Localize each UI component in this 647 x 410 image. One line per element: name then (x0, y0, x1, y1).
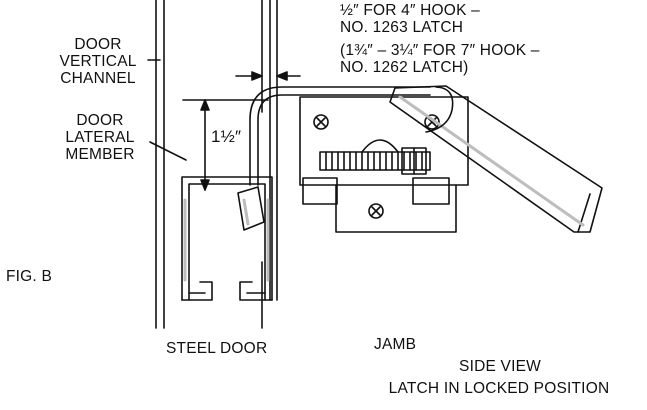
jamb-label: JAMB (374, 336, 417, 353)
half-inch-dimension (235, 71, 301, 81)
door-lateral-member (181, 176, 273, 301)
label-line: MEMBER (65, 146, 135, 163)
spring (319, 139, 431, 175)
dimension-label: 1½″ (211, 127, 242, 146)
fig-label: FIG. B (6, 268, 52, 285)
latch-hook (249, 86, 431, 186)
label-line: DOOR (74, 36, 122, 53)
door-vertical-channel (155, 0, 278, 329)
steel-door-label: STEEL DOOR (166, 340, 268, 357)
note-line: (1¾″ – 3¼″ FOR 7″ HOOK – (340, 42, 540, 59)
door-lateral-member-label: DOOR LATERAL MEMBER (52, 112, 148, 163)
side-view-label: SIDE VIEW (459, 358, 541, 375)
latch-arm (389, 85, 603, 233)
note-line: NO. 1263 LATCH (340, 19, 464, 36)
latch-plate (299, 96, 469, 233)
label-line: CHANNEL (60, 70, 136, 87)
door-vertical-channel-label: DOOR VERTICAL CHANNEL (50, 36, 146, 87)
hook-note: ½″ FOR 4″ HOOK – NO. 1263 LATCH (1¾″ – 3… (340, 2, 540, 76)
latch-position-label: LATCH IN LOCKED POSITION (388, 380, 610, 397)
label-line: LATERAL (65, 129, 135, 146)
note-line: ½″ FOR 4″ HOOK – (340, 2, 480, 19)
lateral-leader (149, 141, 187, 161)
label-line: DOOR (76, 112, 124, 129)
note-line: NO. 1262 LATCH) (340, 59, 469, 76)
hook-stop-block (237, 186, 265, 231)
label-line: VERTICAL (59, 53, 137, 70)
